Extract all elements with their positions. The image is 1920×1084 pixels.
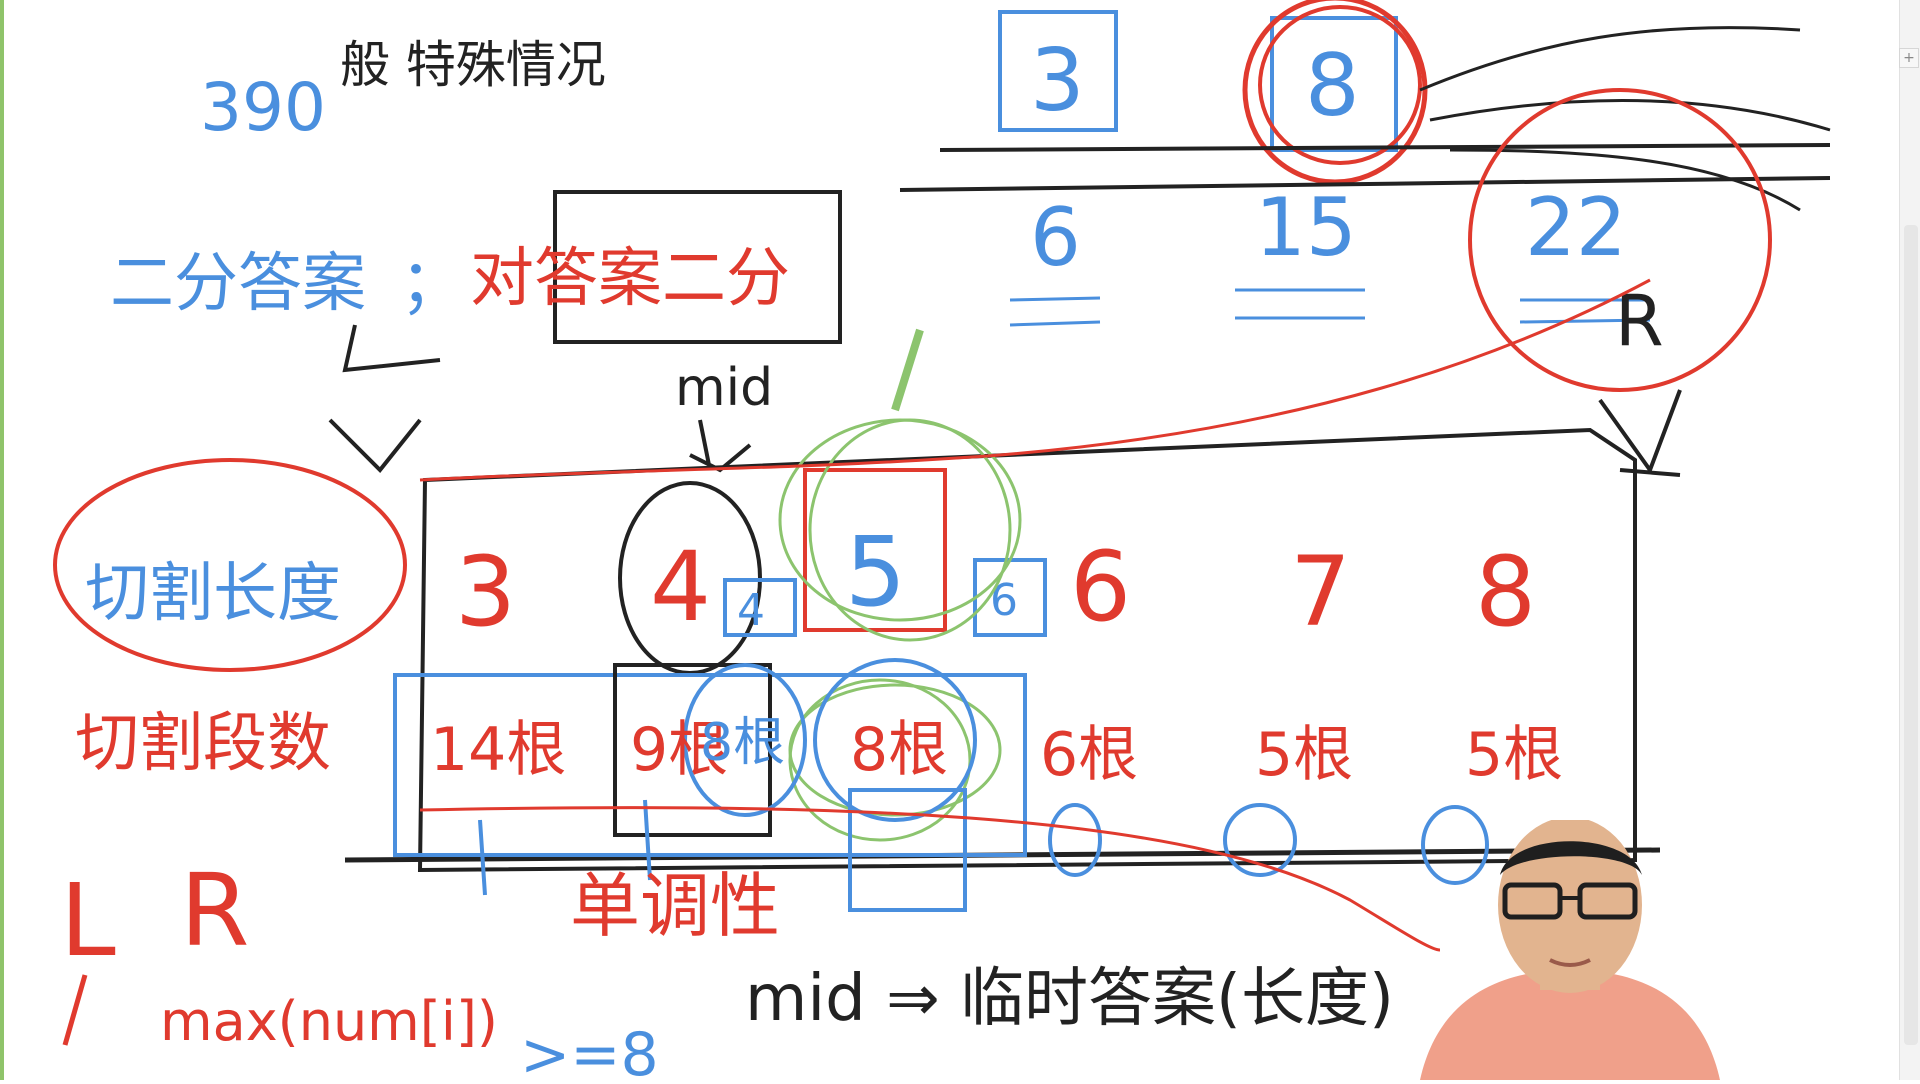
segment-7: 5根 [1255,720,1353,790]
segment-blue-8: 8根 [700,713,785,773]
length-5: 5 [845,516,906,628]
length-7: 7 [1290,536,1351,648]
segment-6: 6根 [1040,720,1138,790]
max-expression: max(num[i]) [160,990,498,1053]
red-connector [419,278,1651,952]
small-box-4-value: 4 [737,585,765,636]
L-arrow [62,974,88,1046]
row-label-segments: 切割段数 [75,707,331,781]
length-4: 4 [650,531,711,643]
green-circle-2 [808,418,1012,642]
heading-text: 般 特殊情况 [340,36,606,94]
top-value-15: 15 [1255,181,1357,274]
top-value-6: 6 [1030,191,1081,284]
segment-3: 14根 [430,715,566,785]
length-6: 6 [1070,531,1131,643]
zero-mark-2 [1223,803,1297,877]
presenter-avatar [1420,817,1720,1080]
divider-line-2 [899,176,1831,192]
blue-box-segments [393,673,1027,857]
problem-number: 390 [200,69,326,146]
mid-label: mid [675,358,773,418]
red-circle-right [1468,88,1772,392]
top-box-2-value: 8 [1305,36,1360,136]
add-tab-button[interactable]: + [1899,48,1919,68]
top-box-1-value: 3 [1030,31,1085,131]
red-circle-row1 [53,458,407,672]
table-box [417,427,1637,873]
presenter-video [1400,817,1740,1080]
scribble-lines [1419,26,1831,212]
red-circle-top-2 [1258,5,1422,165]
colon: ； [400,247,464,321]
small-box-4 [723,578,797,637]
top-value-22: 22 [1525,181,1627,274]
blue-circle-seg [683,663,807,817]
row-label-length: 切割长度 [85,557,341,631]
R-label: R [180,852,249,969]
scrollbar-track[interactable] [1899,0,1920,1080]
arrow-down-right [1598,389,1682,477]
binary-answer-label: 二分答案 [110,247,366,321]
black-box-segment-9 [613,663,772,837]
answer-binary-box [553,190,842,344]
top-box-2 [1270,16,1398,152]
segment-8: 5根 [1465,720,1563,790]
underlines-top [1009,288,1651,327]
answer-binary-label: 对答案二分 [470,242,790,316]
ge-8-label: >=8 [520,1020,659,1080]
green-stroke [891,328,924,412]
mid-temp-answer: mid ⇒ 临时答案(长度) [745,962,1394,1036]
segment-5: 8根 [850,715,948,785]
zero-mark-1 [1048,803,1102,877]
blue-box-below [848,788,967,912]
blue-ticks [478,799,652,896]
zero-mark-3 [1421,805,1489,885]
small-R-label: R [1615,280,1664,362]
monotonic-label: 单调性 [570,865,780,947]
box-length-5 [803,468,947,632]
length-8: 8 [1475,536,1536,648]
scrollbar-thumb[interactable] [1904,225,1918,1045]
L-label: L [60,862,116,979]
divider-line-1 [939,143,1831,152]
length-3: 3 [455,536,516,648]
red-circle-top [1242,0,1428,185]
top-box-1 [998,10,1118,132]
blue-circle-seg-2 [813,658,977,822]
arrow-mid [689,419,752,473]
window-left-edge [0,0,4,1080]
arrow-left [328,324,441,473]
segment-4: 9根 [630,715,728,785]
